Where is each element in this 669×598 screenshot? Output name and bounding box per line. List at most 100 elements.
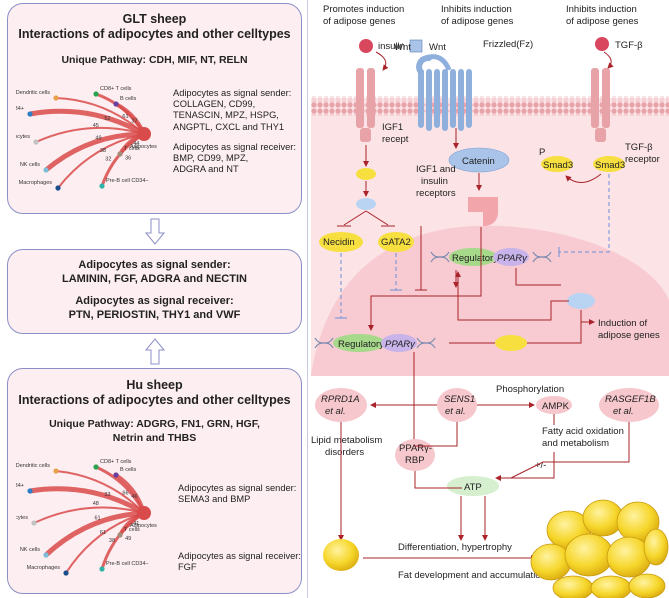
gata2-label: GATA2 — [381, 237, 411, 248]
regulatory-1-label: Regulatory — [452, 253, 498, 264]
network-edge — [57, 133, 145, 189]
hu-unique-pathway-2: Netrin and THBS — [112, 432, 197, 444]
network-edge-value: 48 — [93, 501, 99, 507]
igf1-receptor — [356, 68, 375, 142]
network-edge-value: 49 — [95, 136, 101, 142]
network-node — [31, 520, 37, 526]
hu-title: Hu sheep — [126, 378, 183, 392]
network-edge-value: 66 — [122, 490, 128, 496]
network-node-label: Macrophages — [19, 180, 53, 186]
network-node — [113, 472, 119, 478]
induction-label: Induction of — [598, 318, 647, 329]
network-node — [27, 488, 33, 494]
up-arrow-1 — [145, 338, 165, 365]
fat-label: Fat development and accumulation — [398, 570, 546, 581]
network-edge — [35, 126, 145, 143]
inhibits-label-1b: of adipose genes — [441, 16, 514, 27]
network-edge-value: 45 — [93, 123, 99, 129]
lipid-label-2: disorders — [325, 447, 364, 458]
shared-panel: Adipocytes as signal sender: LAMININ, FG… — [7, 249, 302, 334]
network-node-label: HSC CD34+ — [16, 106, 24, 112]
network-edge — [33, 506, 145, 524]
wnt-label-1: Wnt — [394, 42, 411, 53]
network-edge-value: 33 — [104, 492, 110, 498]
tgfb-receptor-label: TGF-β — [625, 142, 653, 153]
network-node — [113, 101, 119, 107]
smad3-b-label: Smad3 — [595, 160, 625, 171]
tgfb-ligand — [595, 37, 609, 51]
atp-label: ATP — [464, 482, 482, 493]
network-edge-value: 38 — [100, 148, 106, 154]
network-node — [55, 185, 61, 191]
rasgef1b-label-2: et al. — [613, 406, 634, 417]
network-edge — [55, 470, 145, 514]
network-edge-value: 38 — [109, 538, 115, 544]
promotes-label-2: of adipose genes — [323, 16, 396, 27]
rprd1a-label: RPRD1A — [321, 394, 360, 405]
cell-membrane — [311, 96, 669, 116]
network-node-label: Macrophages — [27, 565, 61, 571]
regulatory-1 — [449, 248, 497, 266]
network-node-label: Dendritic cells — [16, 90, 50, 96]
network-node — [53, 95, 59, 101]
network-node-label: Adipocytes — [130, 523, 157, 529]
ppar-1-label: PPARγ — [497, 253, 528, 264]
network-edge-value: 61 — [100, 530, 106, 536]
divider — [307, 0, 308, 598]
rprd1a-label-2: et al. — [325, 406, 346, 417]
network-node-label: CD8+ T cells — [100, 86, 132, 92]
network-node-label: HSC CD34+ — [16, 483, 24, 489]
smad3-a-label: Smad3 — [543, 160, 573, 171]
inhibits-label-2: Inhibits induction — [566, 4, 637, 15]
network-node-label: Pre-B cell CD34− — [106, 178, 149, 184]
network-edge-value: 49 — [125, 536, 131, 542]
network-edge — [44, 510, 145, 557]
network-edge — [65, 512, 145, 574]
network-node-label: B cells — [120, 467, 136, 473]
igf1-recept-label-2: recept — [382, 134, 409, 145]
network-node — [33, 139, 39, 145]
glt-title: GLT sheep — [122, 12, 187, 26]
wnt-label-2: Wnt — [429, 42, 446, 53]
ppar-rbp-label-2: RBP — [405, 455, 425, 466]
network-node — [99, 566, 105, 572]
inhibits-label-2b: of adipose genes — [566, 16, 639, 27]
network-node-label: CD8+ T cells — [100, 459, 132, 465]
sens1 — [437, 388, 477, 422]
network-edge — [44, 131, 145, 172]
receptor-shape — [468, 197, 498, 226]
smad3-a — [541, 156, 573, 172]
insulin-label: insulin — [378, 41, 405, 52]
network-node-label: NK cells — [20, 547, 40, 553]
tgfb-receptor-label-2: receptor — [625, 154, 660, 165]
network-node — [93, 91, 99, 97]
network-edge — [29, 486, 146, 516]
signal-blue-1 — [356, 198, 376, 210]
lipid-label: Lipid metabolism — [311, 435, 382, 446]
signal-yellow-2 — [495, 335, 527, 351]
network-edge-value: 32 — [105, 156, 111, 162]
rasgef1b-label: RASGEF1B — [605, 394, 656, 405]
ampk — [536, 396, 572, 414]
hu-sender: Adipocytes as signal sender:SEMA3 and BM… — [178, 483, 297, 505]
glt-receiver: Adipocytes as signal receiver:BMP, CD99,… — [173, 142, 296, 175]
catenin-label: Catenin — [462, 156, 495, 167]
glt-sender: Adipocytes as signal sender:COLLAGEN, CD… — [173, 88, 292, 132]
sens1-label: SENS1 — [444, 394, 475, 405]
dna-helix-2 — [314, 337, 436, 349]
regulatory-2-label: Regulatory — [338, 339, 384, 350]
rasgef1b — [599, 388, 659, 422]
down-arrow-1 — [145, 218, 165, 245]
shared-receiver-label: Adipocytes as signal receiver: — [75, 295, 234, 307]
necidin-label: Necidin — [323, 237, 355, 248]
phosphorylation-label: Phosphorylation — [496, 384, 564, 395]
network-node-label: Dendritic cells — [16, 463, 50, 469]
network-node-label: B cells — [120, 96, 136, 102]
network-edge-value: 61 — [122, 114, 128, 120]
pathway-diagram: Promotes induction of adipose genes Inhi… — [311, 4, 669, 598]
network-node — [137, 127, 151, 141]
catenin — [448, 147, 510, 173]
glt-panel: GLT sheep Interactions of adipocytes and… — [7, 3, 302, 214]
frizzled-receptor — [416, 55, 472, 131]
